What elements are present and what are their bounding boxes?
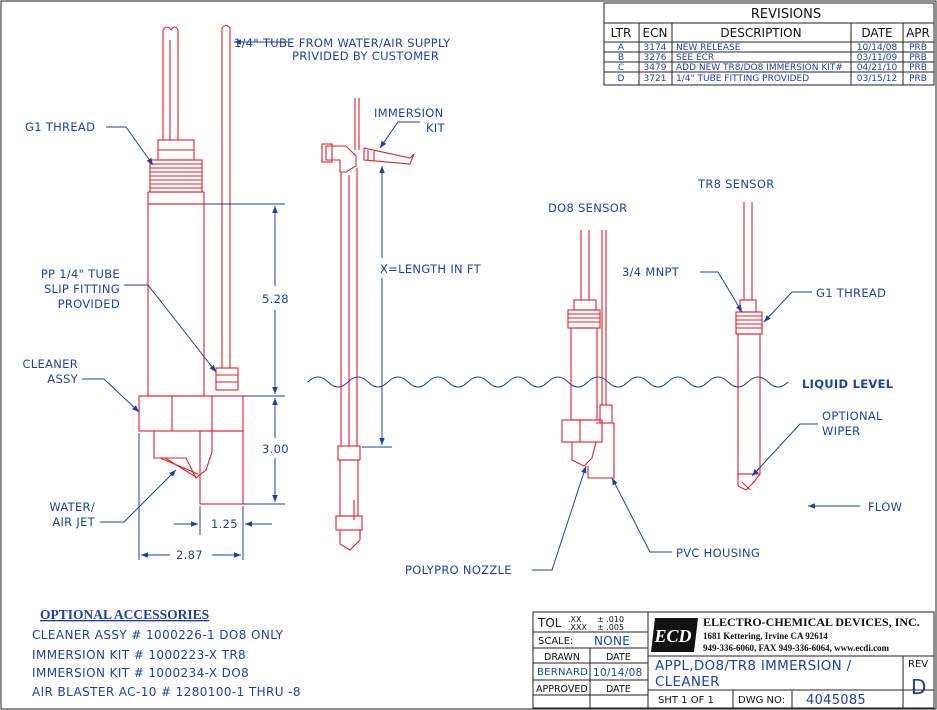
pp-tube-label-1: PP 1/4" TUBE <box>41 267 120 281</box>
rev-d-desc: 1/4" TUBE FITTING PROVIDED <box>676 74 809 84</box>
tube-supply-label: 1/4" TUBE FROM WATER/AIR SUPPLY <box>234 36 451 50</box>
water-air-jet-label-1: WATER/ <box>49 500 95 514</box>
rev-c-ltr: C <box>618 63 624 73</box>
rev-header-apr: APR <box>906 26 930 40</box>
revision-rows: A 3174 NEW RELEASE 10/14/08 PRB B 3276 S… <box>618 43 927 84</box>
cleaner-assy-label-2: ASSY <box>47 372 78 386</box>
rev-label: REV <box>908 659 928 670</box>
rev-d-date: 03/15/12 <box>857 74 897 84</box>
water-air-jet-label-2: AIR JET <box>52 515 95 529</box>
rev-c-ecn: 3479 <box>644 63 667 73</box>
tol-xx-value: ± .010 <box>597 615 624 624</box>
rev-a-ltr: A <box>618 43 625 53</box>
drawn-label: DRAWN <box>544 652 580 663</box>
immersion-kit-label-1: IMMERSION <box>374 106 444 120</box>
drawn-date: 10/14/08 <box>593 667 643 679</box>
rev-d-apr: PRB <box>909 74 927 84</box>
logo-text: ECD <box>653 626 691 646</box>
do8-sensor: DO8 SENSOR <box>548 201 627 479</box>
polypro-nozzle-label: POLYPRO NOZZLE <box>405 563 512 577</box>
company-address: 1681 Kettering, Irvine CA 92614 <box>703 631 828 641</box>
rev-b-ecn: 3276 <box>644 53 667 63</box>
drawn-by: BERNARD <box>537 667 588 678</box>
sensor-cleaner-assembly <box>138 24 244 505</box>
revisions-title: REVISIONS <box>751 7 821 22</box>
rev-b-ltr: B <box>618 53 624 63</box>
rev-header-ecn: ECN <box>643 26 668 40</box>
rev-d-ltr: D <box>618 74 625 84</box>
tol-label: TOL <box>537 616 562 630</box>
pp-tube-label-3: PROVIDED <box>58 297 120 311</box>
dimension-300: 3.00 <box>262 442 289 456</box>
rev-a-apr: PRB <box>909 43 927 53</box>
accessory-item: CLEANER ASSY # 1000226-1 DO8 ONLY <box>32 628 284 642</box>
x-length-label: X=LENGTH IN FT <box>380 262 482 276</box>
rev-d-ecn: 3721 <box>644 74 667 84</box>
revisions-table: REVISIONS LTR ECN DESCRIPTION DATE APR A… <box>603 2 935 86</box>
rev-b-apr: PRB <box>909 53 927 63</box>
rev-header-ltr: LTR <box>611 26 632 40</box>
liquid-level-label: LIQUID LEVEL <box>802 377 894 391</box>
company-name: ELECTRO-CHEMICAL DEVICES, INC. <box>703 615 920 629</box>
approved-label: APPROVED <box>536 684 588 695</box>
g1-thread-left-label: G1 THREAD <box>25 120 95 134</box>
immersion-kit: IMMERSION KIT X=LENGTH IN FT <box>321 98 482 551</box>
rev-header-date: DATE <box>861 26 892 40</box>
company-contact: 949-336-6060, FAX 949-336-6064, www.ecdi… <box>703 643 890 653</box>
rev-b-desc: SEE ECR <box>676 53 714 63</box>
scale-value: NONE <box>594 634 630 648</box>
ecd-logo: ECD <box>651 618 698 652</box>
sheet-number: SHT 1 OF 1 <box>658 695 714 706</box>
g1-thread-right-label: G1 THREAD <box>816 286 886 300</box>
accessory-item: IMMERSION KIT # 1000223-X TR8 <box>32 648 246 662</box>
do8-sensor-label: DO8 SENSOR <box>548 201 627 215</box>
accessory-item: AIR BLASTER AC-10 # 1280100-1 THRU -8 <box>32 685 301 699</box>
tol-xxx-value: ± .005 <box>597 623 624 632</box>
rev-b-date: 03/11/09 <box>857 53 898 63</box>
rev-header-description: DESCRIPTION <box>720 26 801 40</box>
dwg-number: 4045085 <box>806 693 866 708</box>
tol-xxx: .XXX <box>568 623 588 632</box>
drawing-title-line-2: CLEANER <box>655 674 720 690</box>
dwg-no-label: DWG NO: <box>738 695 785 706</box>
accessory-item: IMMERSION KIT # 1000234-X DO8 <box>32 666 249 680</box>
rev-value: D <box>911 675 927 699</box>
dimension-125: 1.25 <box>211 517 238 531</box>
liquid-level-line <box>307 376 789 388</box>
rev-c-date: 04/21/10 <box>857 63 898 73</box>
immersion-kit-label-2: KIT <box>426 121 446 135</box>
left-callouts: 1/4" TUBE FROM WATER/AIR SUPPLY PRIVIDED… <box>22 36 451 529</box>
drawing-title-line-1: APPL,DO8/TR8 IMMERSION / <box>655 658 852 674</box>
rev-a-date: 10/14/08 <box>857 43 898 53</box>
tol-xx: .XX <box>568 615 582 624</box>
rev-c-desc: ADD NEW TR8/DO8 IMMERSION KIT# <box>676 63 843 73</box>
optional-wiper-label-1: OPTIONAL <box>822 409 883 423</box>
optional-wiper-label-2: WIPER <box>822 424 860 438</box>
accessories-title: OPTIONAL ACCESSORIES <box>40 607 209 622</box>
cleaner-assy-label-1: CLEANER <box>22 357 78 371</box>
rev-a-desc: NEW RELEASE <box>676 43 741 53</box>
mnpt-label: 3/4 MNPT <box>622 265 680 279</box>
rev-a-ecn: 3174 <box>644 43 667 53</box>
dimension-287: 2.87 <box>176 548 203 562</box>
pvc-housing-label: PVC HOUSING <box>676 546 760 560</box>
scale-label: SCALE: <box>538 636 573 647</box>
tr8-sensor-label: TR8 SENSOR <box>697 177 775 191</box>
rev-c-apr: PRB <box>909 63 927 73</box>
pp-tube-label-2: SLIP FITTING <box>44 282 120 296</box>
dimension-528: 5.28 <box>262 292 289 306</box>
flow-label: FLOW <box>868 500 902 514</box>
dimension-lines: 5.28 3.00 1.25 2.87 <box>138 203 289 562</box>
title-block: TOL .XX ± .010 .XXX ± .005 SCALE: NONE D… <box>532 611 935 709</box>
tube-supply-label-2: PRIVIDED BY CUSTOMER <box>292 49 439 63</box>
approved-date-label: DATE <box>606 684 631 695</box>
tr8-sensor: TR8 SENSOR 3/4 MNPT G1 THREAD OPTIONAL W… <box>622 177 886 491</box>
optional-accessories: OPTIONAL ACCESSORIES CLEANER ASSY # 1000… <box>32 607 301 699</box>
drawn-date-label: DATE <box>606 652 631 663</box>
